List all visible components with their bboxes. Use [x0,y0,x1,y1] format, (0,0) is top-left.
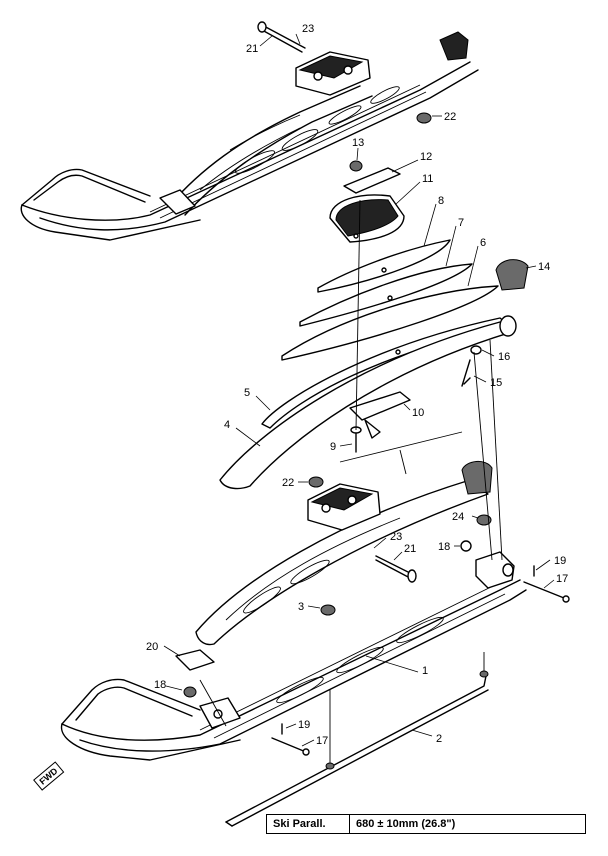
callout-4: 4 [224,419,230,431]
callout-labels: 23 21 22 13 12 11 8 7 6 14 16 15 5 10 4 … [146,23,568,747]
spec-value: 680 ± 10mm (26.8") [356,818,456,830]
callout-11: 11 [422,173,433,185]
callout-16: 16 [498,351,510,363]
callout-14: 14 [538,261,550,273]
callout-19-left: 19 [298,719,310,731]
callout-12: 12 [420,151,432,163]
callout-23-upper: 23 [302,23,314,35]
callout-6: 6 [480,237,486,249]
callout-18-lower: 18 [154,679,166,691]
callout-15: 15 [490,377,502,389]
callout-8: 8 [438,195,444,207]
callout-17-left: 17 [316,735,328,747]
callout-10: 10 [412,407,424,419]
callout-3: 3 [298,601,304,613]
callout-22-lower: 22 [282,477,294,489]
ski-parallel-spec-box: Ski Parall. 680 ± 10mm (26.8") [266,814,586,834]
callout-2: 2 [436,733,442,745]
spec-name: Ski Parall. [267,815,350,833]
callout-18-upper: 18 [438,541,450,553]
callout-21-upper: 21 [246,43,258,55]
callout-5: 5 [244,387,250,399]
callout-9: 9 [330,441,336,453]
wear-bar [225,652,489,827]
callout-21-lower: 21 [404,543,416,555]
callout-20: 20 [146,641,158,653]
callout-1: 1 [422,665,428,677]
callout-19-right: 19 [554,555,566,567]
exploded-leaf-springs [219,160,529,490]
lower-ski-assembly [60,339,570,761]
callout-13: 13 [352,137,364,149]
upper-ski-assembly [20,21,479,241]
leader-lines [163,33,555,747]
callout-22-upper: 22 [444,111,456,123]
callout-17-right: 17 [556,573,568,585]
callout-24: 24 [452,511,464,523]
callout-23-lower: 23 [390,531,402,543]
callout-7: 7 [458,217,464,229]
